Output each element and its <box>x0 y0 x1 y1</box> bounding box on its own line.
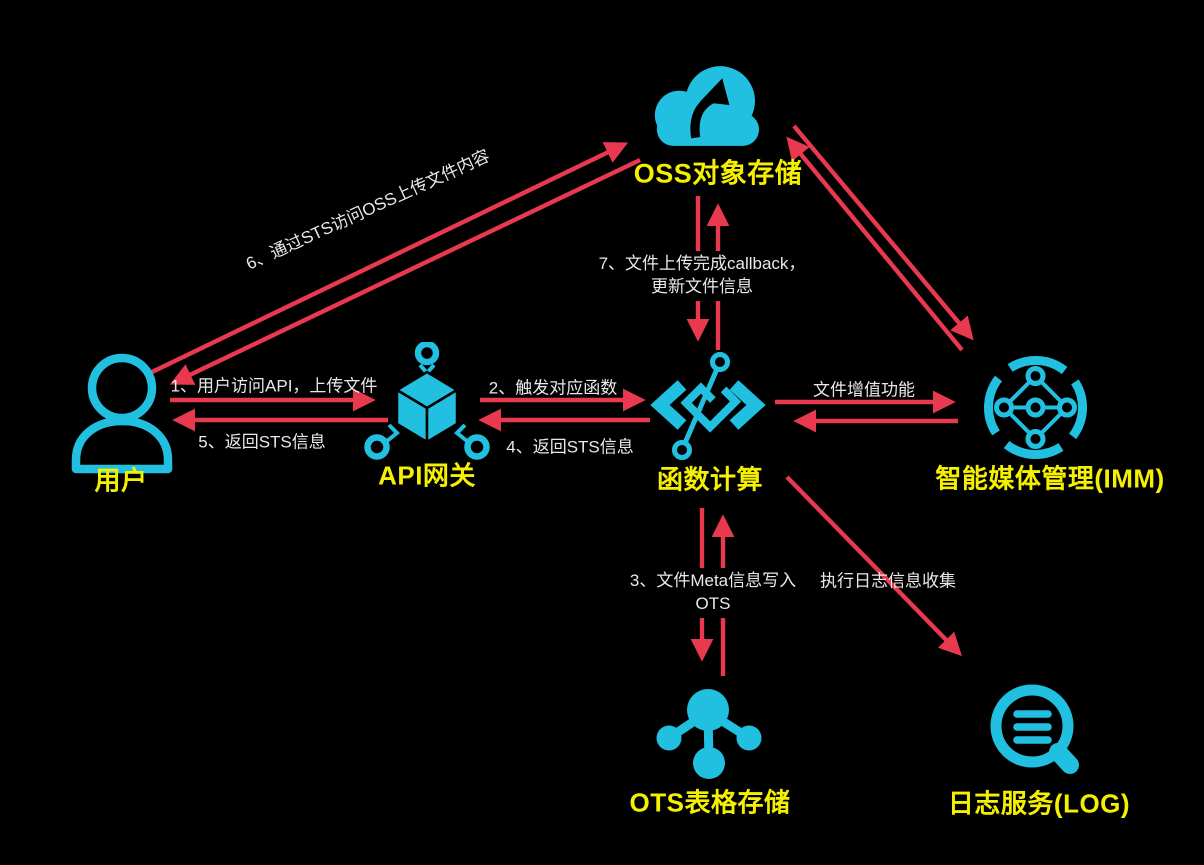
edge-label-fc-to-ots-line2: OTS <box>695 594 731 613</box>
ots-label: OTS表格存储 <box>629 787 791 818</box>
api-gateway-node <box>357 340 497 464</box>
user-label: 用户 <box>94 465 148 496</box>
log-node <box>982 678 1092 788</box>
edge-label-api-to-fc: 2、触发对应函数 <box>488 378 618 398</box>
molecule-icon <box>656 689 762 779</box>
arrow-fc-to-log <box>785 475 962 657</box>
code-brackets-icon <box>650 352 766 460</box>
oss-node <box>648 58 772 152</box>
imm-node <box>978 350 1093 465</box>
api-gateway-label: API网关 <box>378 460 476 491</box>
edge-label-fc-to-ots-line1: 3、文件Meta信息写入 <box>629 571 797 591</box>
edge-label-oss-to-fc: 7、文件上传完成callback， 更新文件信息 <box>579 251 825 301</box>
cube-gateway-icon <box>364 340 490 460</box>
cloud-upload-icon <box>654 66 760 146</box>
arrow-oss-to-user <box>169 158 641 385</box>
arrow-oss-to-imm <box>792 124 974 341</box>
network-circle-icon <box>984 356 1087 459</box>
edge-label-fc-to-imm: 文件增值功能 <box>813 380 915 400</box>
imm-label: 智能媒体管理(IMM) <box>935 463 1165 494</box>
arrow-imm-to-oss <box>786 136 964 352</box>
ots-node <box>651 688 769 784</box>
edge-label-fc-to-api: 4、返回STS信息 <box>506 437 634 457</box>
person-outline-icon <box>71 353 173 474</box>
function-compute-label: 函数计算 <box>656 464 764 495</box>
function-compute-node <box>648 345 768 465</box>
log-label: 日志服务(LOG) <box>947 788 1131 819</box>
magnifier-lines-icon <box>990 684 1079 774</box>
edge-label-user-to-api: 1、用户访问API，上传文件 <box>170 376 378 396</box>
edge-label-oss-to-fc-line2: 更新文件信息 <box>651 277 753 296</box>
edge-label-oss-to-fc-line1: 7、文件上传完成callback， <box>598 254 806 274</box>
oss-label: OSS对象存储 <box>633 158 803 189</box>
edge-label-fc-to-log: 执行日志信息收集 <box>820 571 956 591</box>
edge-label-fc-to-ots: 3、文件Meta信息写入 OTS <box>600 568 826 618</box>
arrow-user-to-oss <box>151 142 629 374</box>
user-node <box>66 348 186 474</box>
edge-label-api-to-user: 5、返回STS信息 <box>198 432 326 452</box>
